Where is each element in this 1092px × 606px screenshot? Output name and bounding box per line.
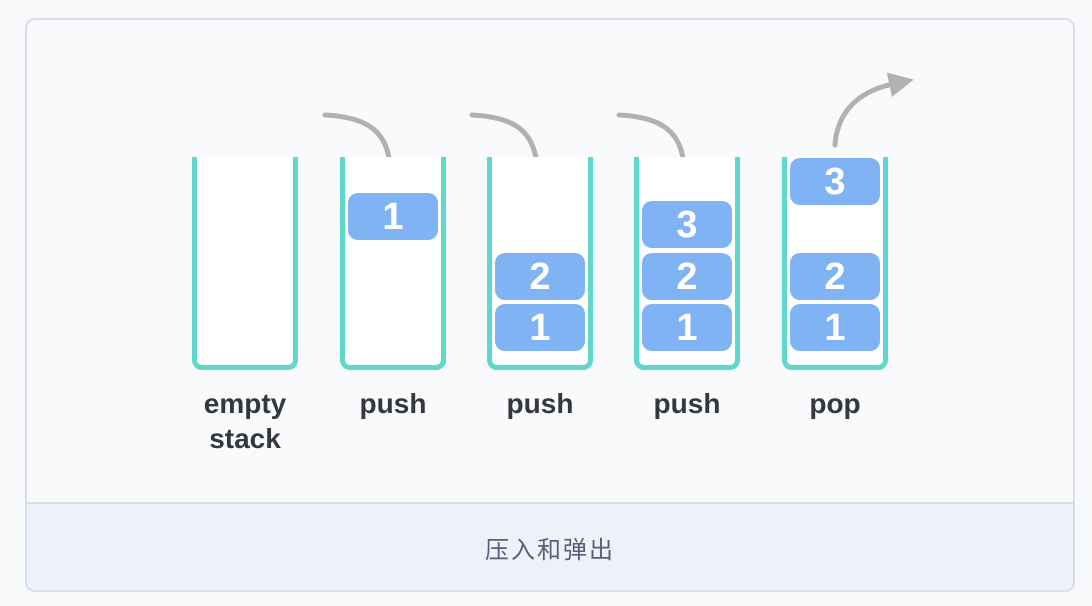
stack-label: empty stack	[203, 388, 287, 454]
stack-block-3: 3	[642, 201, 732, 248]
stack-block-1: 1	[348, 193, 438, 240]
stack-label: push	[359, 388, 427, 419]
stack-block-1: 1	[642, 304, 732, 351]
stack-container	[192, 157, 298, 370]
stack-container: 1	[340, 157, 446, 370]
stack-label: push	[506, 388, 574, 419]
stack-block-1: 1	[790, 304, 880, 351]
stack-label: push	[653, 388, 721, 419]
stack-block-2: 2	[642, 253, 732, 300]
stack-block-1: 1	[495, 304, 585, 351]
stack-label: pop	[809, 388, 861, 419]
stack-block-2: 2	[790, 253, 880, 300]
stack-block-3: 3	[790, 158, 880, 205]
pop-arrow-icon	[832, 72, 914, 148]
stack-block-2: 2	[495, 253, 585, 300]
caption-bar: 压入和弹出	[27, 502, 1073, 590]
figure-caption: 压入和弹出	[485, 536, 615, 564]
stack-1-empty-stack: empty stack	[192, 157, 298, 454]
stack-2-push: 1 push	[340, 157, 446, 419]
